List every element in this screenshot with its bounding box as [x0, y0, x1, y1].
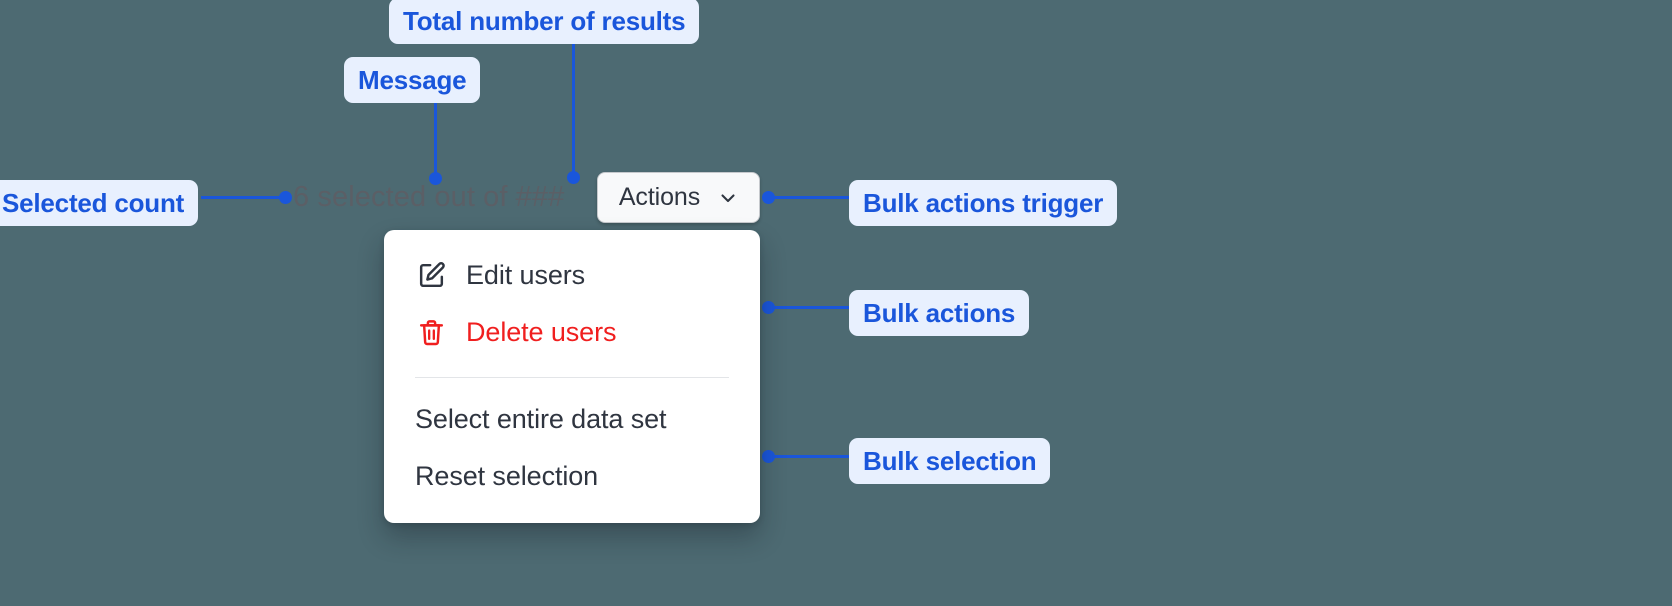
bulk-actions-menu: Edit users Delete users Select entire da…	[384, 230, 760, 523]
selection-count-message: 6 selected out of ###	[293, 181, 565, 213]
trash-icon	[416, 317, 447, 348]
menu-item-delete-users[interactable]: Delete users	[384, 304, 760, 361]
annotation-label-message: Message	[344, 57, 481, 103]
connector-dot-bulk-selection	[762, 450, 775, 463]
connector-dot-bulk-actions	[762, 301, 775, 314]
bulk-actions-trigger-button[interactable]: Actions	[597, 172, 760, 223]
annotation-label-bulk-selection: Bulk selection	[849, 438, 1051, 484]
edit-pencil-icon	[416, 260, 447, 291]
connector-bulk-selection	[768, 455, 852, 458]
annotation-label-bulk-actions-trigger: Bulk actions trigger	[849, 180, 1118, 226]
menu-item-reset-selection-label: Reset selection	[415, 461, 599, 491]
bulk-actions-trigger-label: Actions	[618, 183, 701, 211]
connector-bulk-actions-trigger	[768, 196, 852, 199]
menu-item-delete-users-label: Delete users	[466, 317, 617, 347]
connector-dot-message	[429, 172, 442, 185]
menu-item-select-entire-data-set-label: Select entire data set	[415, 404, 667, 434]
menu-item-edit-users[interactable]: Edit users	[384, 247, 760, 304]
connector-bulk-actions	[768, 306, 852, 309]
menu-item-reset-selection[interactable]: Reset selection	[384, 448, 760, 505]
connector-selected-count	[201, 196, 287, 199]
chevron-down-icon	[718, 188, 738, 208]
connector-dot-total-results	[567, 171, 580, 184]
connector-message	[434, 91, 437, 178]
annotation-label-bulk-actions: Bulk actions	[849, 290, 1030, 336]
connector-dot-selected-count	[279, 191, 292, 204]
menu-item-edit-users-label: Edit users	[466, 260, 586, 290]
annotation-label-selected-count: Selected count	[0, 180, 199, 226]
connector-dot-bulk-actions-trigger	[762, 191, 775, 204]
connector-total-results	[572, 38, 575, 177]
menu-item-select-entire-data-set[interactable]: Select entire data set	[384, 391, 760, 448]
menu-separator	[415, 377, 729, 378]
annotation-label-total-results: Total number of results	[389, 0, 700, 44]
